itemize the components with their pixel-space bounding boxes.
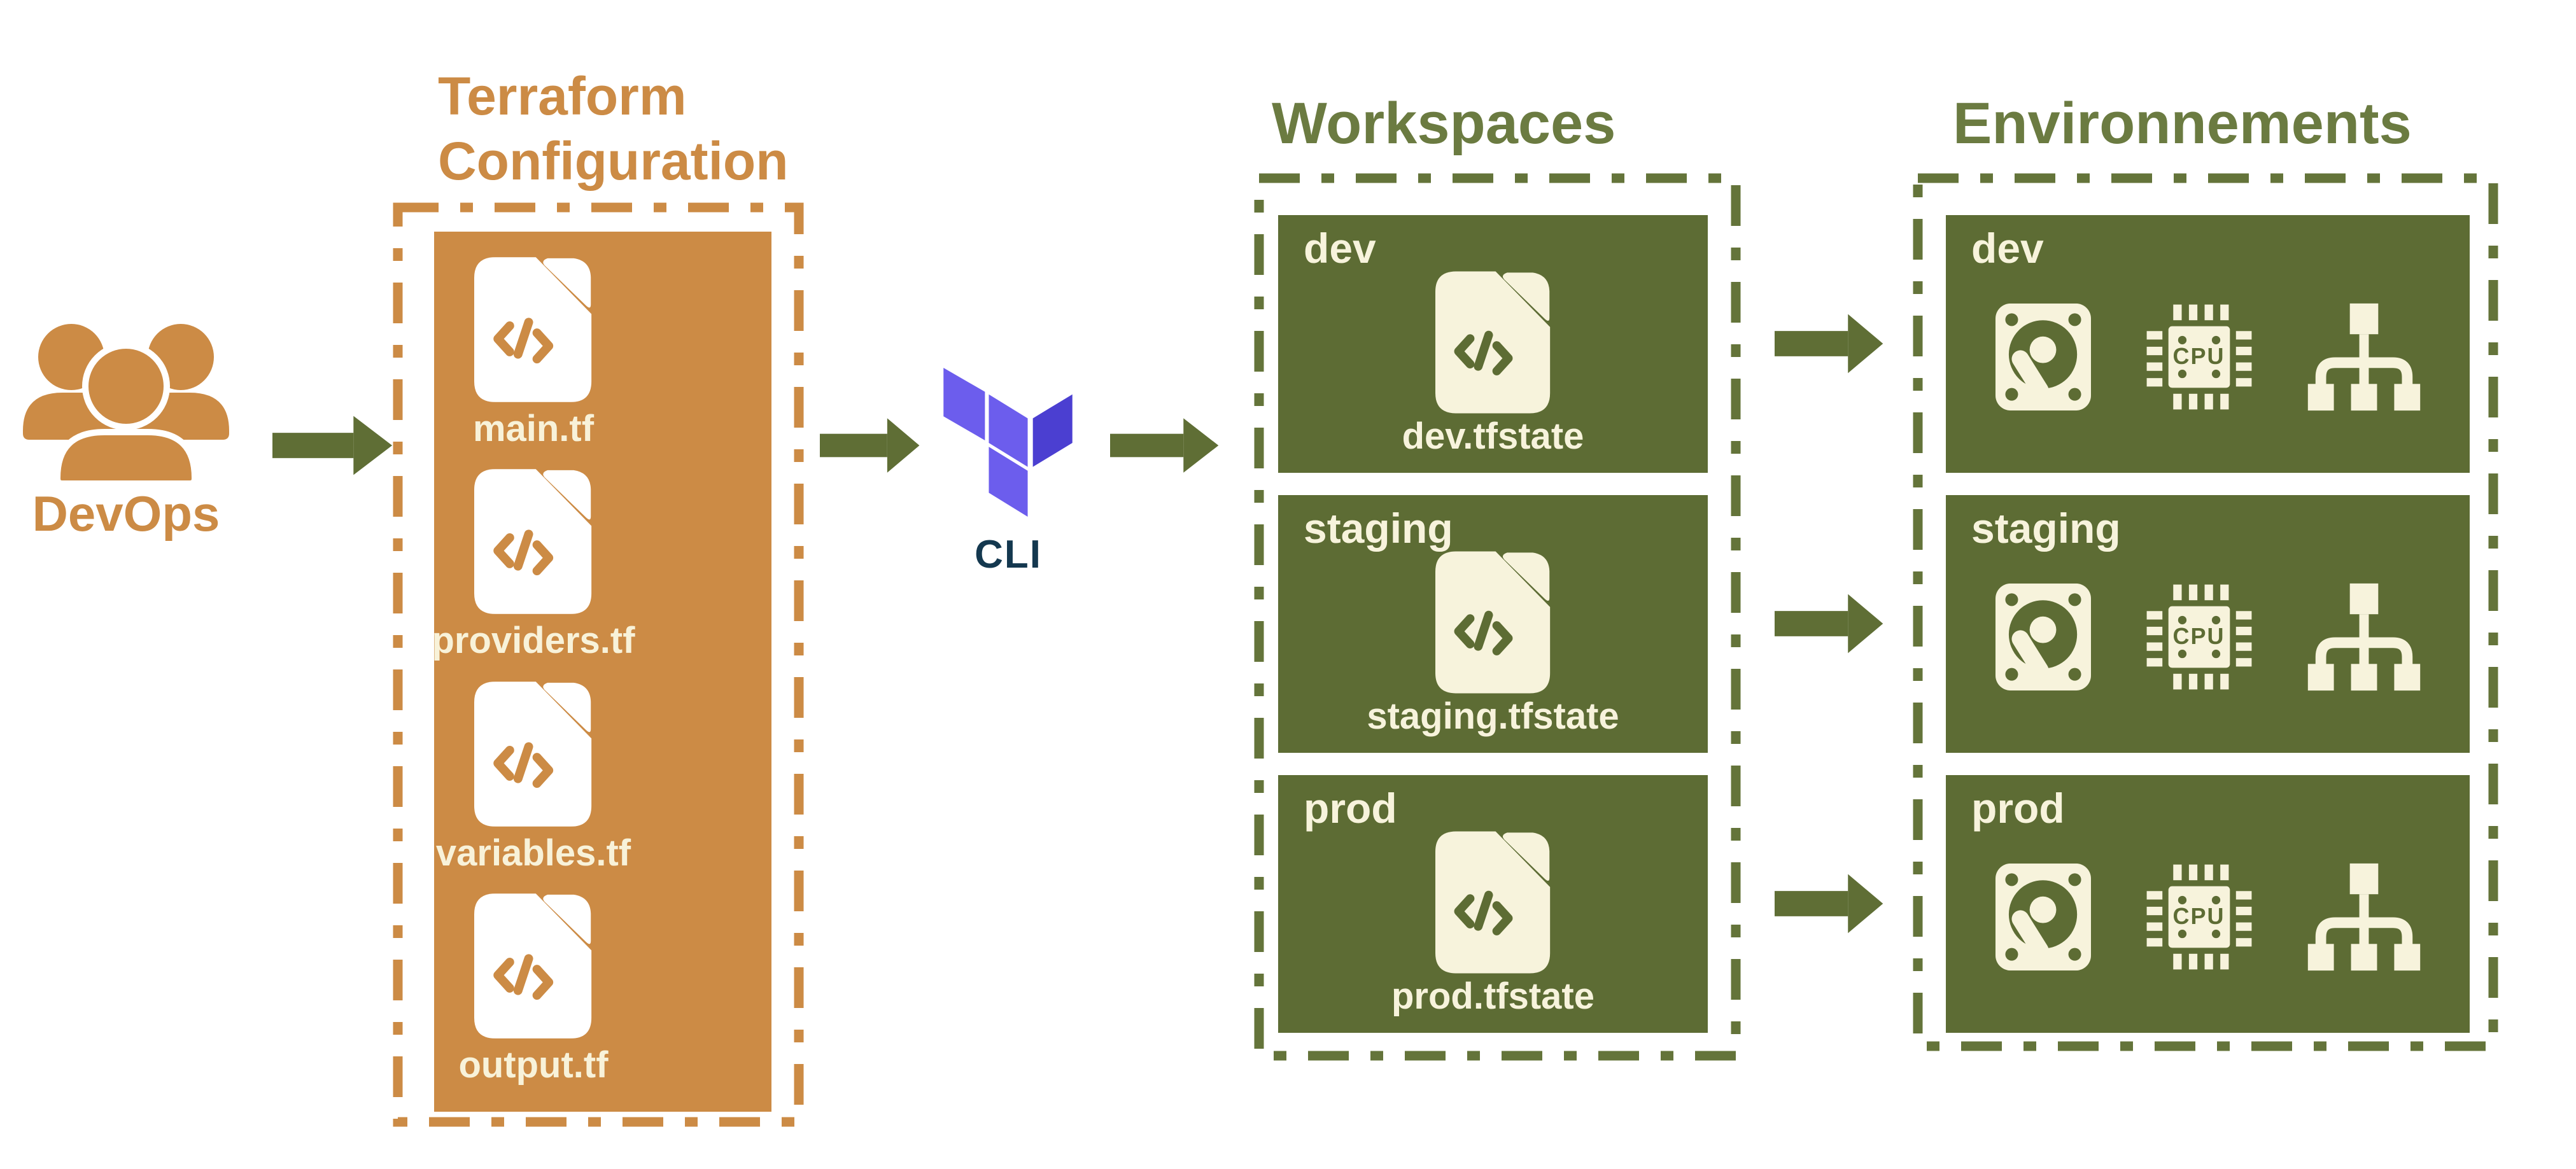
workspaces-title: Workspaces — [1272, 91, 1616, 156]
workspace-box-dev: dev dev.tfstate — [1278, 215, 1708, 473]
cpu-icon: CPU — [2142, 300, 2256, 414]
terraform-configuration-title-line2: Configuration — [438, 131, 789, 192]
environment-box-dev: dev CPU — [1946, 215, 2470, 473]
arrow-workspace-staging-to-env-staging-icon — [1775, 591, 1884, 657]
config-file-label: output.tf — [458, 1044, 609, 1086]
devops-team-icon — [18, 321, 234, 484]
arrow-workspace-dev-to-env-dev-icon — [1775, 311, 1884, 377]
network-icon — [2307, 862, 2421, 972]
code-file-icon — [474, 682, 593, 827]
environment-name: prod — [1971, 785, 2065, 832]
config-file-label: main.tf — [472, 408, 595, 449]
config-file-entry: main.tf — [434, 257, 633, 450]
cpu-icon-label: CPU — [2172, 903, 2225, 930]
workspace-state-file: prod.tfstate — [1391, 976, 1594, 1017]
workspace-box-prod: prod prod.tfstate — [1278, 775, 1708, 1033]
terraform-logo-icon — [943, 368, 1073, 517]
workspace-name: staging — [1304, 505, 1453, 552]
config-dashed-border — [393, 202, 804, 1127]
environment-resources: CPU — [1946, 290, 2470, 424]
hard-drive-icon — [1995, 582, 2091, 692]
environment-box-staging: staging CPU — [1946, 495, 2470, 753]
hard-drive-icon — [1995, 862, 2091, 972]
workspace-name: prod — [1304, 785, 1397, 832]
devops-label: DevOps — [32, 486, 220, 542]
code-file-icon — [474, 469, 593, 614]
code-file-icon — [1435, 831, 1551, 974]
code-file-icon — [474, 893, 593, 1039]
environment-resources: CPU — [1946, 850, 2470, 984]
config-file-label: variables.tf — [435, 832, 631, 874]
cpu-icon: CPU — [2142, 860, 2256, 974]
terraform-configuration-box: main.tf providers.tf variables.tf output… — [432, 232, 771, 1112]
config-file-entry: providers.tf — [432, 469, 635, 662]
workspace-state-file: dev.tfstate — [1402, 416, 1584, 457]
terraform-configuration-title-line1: Terraform — [438, 66, 687, 126]
code-file-icon — [1435, 551, 1551, 694]
arrow-cli-to-workspaces-icon — [1110, 415, 1220, 476]
config-file-entry: variables.tf — [434, 682, 633, 874]
code-file-icon — [1435, 271, 1551, 414]
cpu-icon: CPU — [2142, 580, 2256, 694]
environments-dashed-border — [1913, 173, 2498, 1051]
network-icon — [2307, 302, 2421, 412]
arrow-devops-to-config-icon — [272, 412, 393, 479]
arrow-workspace-prod-to-env-prod-icon — [1775, 871, 1884, 937]
hard-drive-icon — [1995, 302, 2091, 412]
workspace-box-staging: staging staging.tfstate — [1278, 495, 1708, 753]
network-icon — [2307, 582, 2421, 692]
workspace-state-file: staging.tfstate — [1367, 696, 1619, 737]
environment-name: dev — [1971, 225, 2044, 272]
cli-label: CLI — [975, 533, 1042, 577]
environment-name: staging — [1971, 505, 2121, 552]
cpu-icon-label: CPU — [2172, 343, 2225, 370]
config-file-label: providers.tf — [432, 620, 635, 662]
code-file-icon — [474, 257, 593, 402]
config-file-entry: output.tf — [434, 893, 633, 1086]
cpu-icon-label: CPU — [2172, 623, 2225, 650]
arrow-config-to-cli-icon — [820, 415, 920, 476]
environment-resources: CPU — [1946, 570, 2470, 704]
terraform-configuration-title: Terraform Configuration — [438, 64, 789, 194]
environments-title: Environnements — [1953, 91, 2412, 156]
environment-box-prod: prod CPU — [1946, 775, 2470, 1033]
workspace-name: dev — [1304, 225, 1376, 272]
